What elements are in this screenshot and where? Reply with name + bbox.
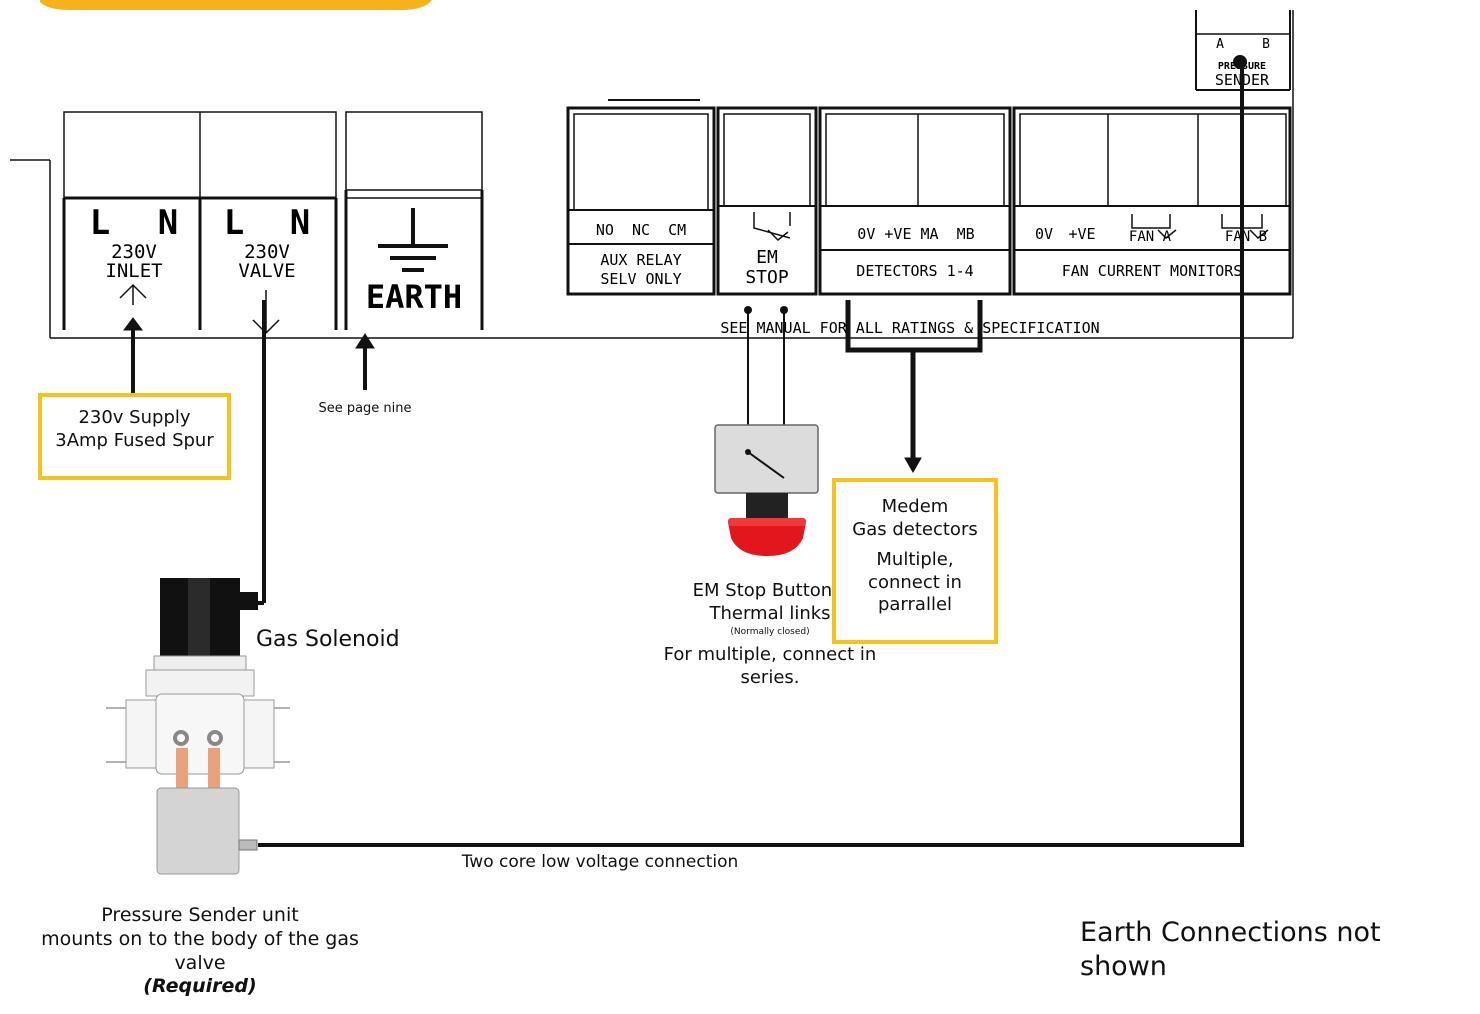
header-tab bbox=[40, 0, 432, 10]
earth-symbol-icon bbox=[378, 208, 448, 272]
detectors-block bbox=[818, 106, 1012, 296]
inlet-arrow-icon bbox=[119, 283, 147, 305]
em-contact-right bbox=[780, 306, 788, 314]
power-terminal-block bbox=[62, 111, 338, 330]
pressure-wire-node bbox=[1233, 55, 1247, 69]
aux-relay-block bbox=[566, 106, 716, 296]
detectors-name: DETECTORS 1-4 bbox=[856, 262, 973, 280]
inlet-name: INLET bbox=[105, 260, 162, 282]
em-switch-icon bbox=[753, 212, 791, 242]
em-note-line4: For multiple, connect in bbox=[663, 644, 877, 666]
sender-line1: Pressure Sender unit bbox=[101, 904, 299, 926]
inlet-l-label: L bbox=[90, 203, 110, 243]
cable-label: Two core low voltage connection bbox=[461, 852, 739, 872]
earth-terminal-block bbox=[344, 111, 484, 330]
fan-a-switch-icon bbox=[1131, 214, 1177, 240]
detectors-note-line2: Gas detectors bbox=[852, 518, 978, 540]
fan-pin-0v: 0V bbox=[1035, 225, 1053, 243]
supply-line1: 230v Supply bbox=[78, 407, 191, 428]
inlet-voltage: 230V bbox=[111, 241, 157, 263]
detectors-note-line1: Medem bbox=[881, 496, 949, 517]
supply-callout: 230v Supply 3Amp Fused Spur bbox=[38, 393, 231, 480]
valve-n-label: N bbox=[290, 203, 310, 243]
pressure-a-label: A bbox=[1216, 37, 1224, 52]
valve-name: VALVE bbox=[238, 260, 295, 282]
fan-b-label: FAN B bbox=[1225, 229, 1267, 245]
em-note-line3: (Normally closed) bbox=[730, 627, 810, 637]
detectors-note-line5: parrallel bbox=[877, 594, 953, 615]
em-line2: STOP bbox=[745, 267, 789, 288]
em-stop-note: EM Stop Buttons, Thermal links (Normally… bbox=[645, 580, 895, 689]
fan-pin-ve: +VE bbox=[1068, 225, 1095, 243]
em-note-line1: EM Stop Buttons, bbox=[692, 580, 848, 601]
wires bbox=[123, 62, 1244, 847]
detectors-pins-label: 0V +VE MA MB bbox=[857, 225, 974, 243]
pressure-b-label: B bbox=[1262, 37, 1270, 52]
board-note: SEE MANUAL FOR ALL RATINGS & SPECIFICATI… bbox=[720, 319, 1099, 337]
sender-line2: mounts on to the body of the gas bbox=[41, 927, 359, 950]
board-outline bbox=[10, 10, 1294, 339]
fan-a-label: FAN A bbox=[1129, 229, 1172, 245]
pressure-sender-icon bbox=[156, 748, 258, 875]
sender-line4: (Required) bbox=[143, 975, 257, 998]
supply-line2: 3Amp Fused Spur bbox=[55, 429, 214, 451]
em-stop-block bbox=[716, 106, 818, 296]
valve-l-label: L bbox=[224, 203, 244, 243]
earth-footer-note: Earth Connections not shown bbox=[1080, 917, 1381, 982]
sender-line3: valve bbox=[174, 951, 226, 974]
sender-note: Pressure Sender unit mounts on to the bo… bbox=[20, 904, 380, 999]
fan-name: FAN CURRENT MONITORS bbox=[1062, 262, 1243, 280]
detectors-note-line3: Multiple, bbox=[876, 549, 954, 570]
earth-label: EARTH bbox=[366, 278, 462, 316]
valve-voltage: 230V bbox=[244, 241, 290, 263]
em-stop-button-icon bbox=[714, 424, 819, 556]
inlet-n-label: N bbox=[158, 203, 178, 243]
detectors-callout: Medem Gas detectors Multiple, connect in… bbox=[832, 478, 998, 644]
earth-note: See page nine bbox=[318, 401, 412, 416]
detectors-note-line4: connect in bbox=[868, 571, 962, 593]
aux-pins-label: NO NC CM bbox=[596, 221, 686, 239]
em-note-line5: series. bbox=[740, 666, 800, 688]
em-note-line2: Thermal links bbox=[709, 602, 831, 624]
em-line1: EM bbox=[756, 247, 778, 268]
aux-line1: AUX RELAY bbox=[600, 251, 681, 269]
solenoid-label: Gas Solenoid bbox=[256, 627, 400, 652]
aux-line2: SELV ONLY bbox=[600, 270, 681, 288]
em-contact-left bbox=[744, 306, 752, 314]
gas-solenoid-icon bbox=[106, 578, 290, 775]
